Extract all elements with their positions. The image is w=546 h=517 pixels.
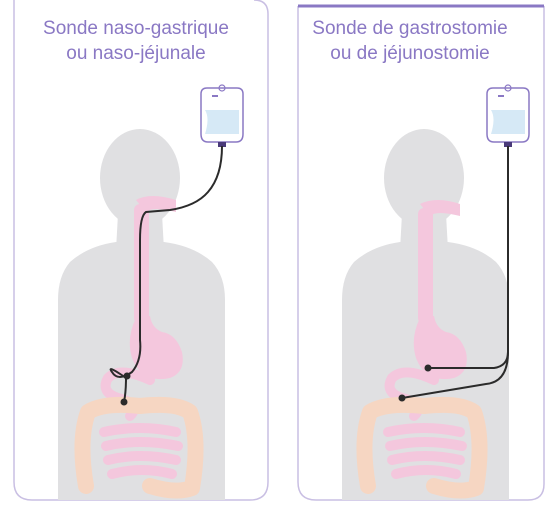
panel-left-illustration [0, 0, 272, 508]
panel-title: Sonde naso-gastrique ou naso-jéjunale [0, 16, 272, 66]
panel-naso-gastric: Sonde naso-gastrique ou naso-jéjunale [0, 0, 272, 508]
panel-right-illustration [274, 0, 546, 508]
feeding-bag-icon [487, 85, 529, 147]
panel-title-line1: Sonde de gastrostomie [274, 16, 546, 41]
tube-tip-jejunum [121, 399, 128, 406]
panel-title-line2: ou de jéjunostomie [274, 41, 546, 66]
panel-title: Sonde de gastrostomie ou de jéjunostomie [274, 16, 546, 66]
tube-tip-jejunum [399, 395, 406, 402]
tube-tip-stomach [124, 373, 131, 380]
feeding-bag-icon [201, 85, 243, 147]
panel-title-line2: ou naso-jéjunale [0, 41, 272, 66]
panel-title-line1: Sonde naso-gastrique [0, 16, 272, 41]
panel-gastrostomy: Sonde de gastrostomie ou de jéjunostomie [274, 0, 546, 508]
tube-tip-stomach [425, 365, 432, 372]
